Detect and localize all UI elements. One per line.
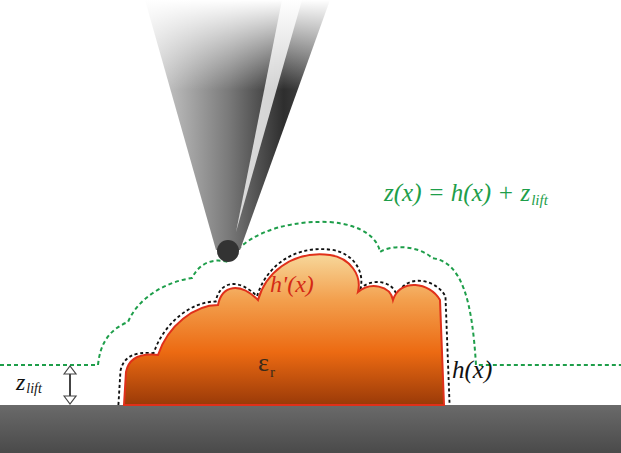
sample-body	[124, 254, 444, 405]
topography-outline	[118, 249, 449, 405]
trajectory-formula: z(x) = h(x) + z	[384, 180, 530, 205]
substrate	[0, 405, 621, 453]
lift-label: z	[16, 370, 25, 394]
permittivity-symbol: ε	[258, 350, 269, 376]
permittivity-subscript: r	[270, 365, 275, 380]
lift-arrow	[64, 366, 76, 404]
formula-subscript: lift	[531, 193, 548, 208]
lift-subscript: lift	[26, 382, 42, 396]
height-label: h(x)	[452, 357, 492, 382]
afm-tip	[140, 0, 340, 262]
sample-height-label: h'(x)	[270, 272, 314, 296]
